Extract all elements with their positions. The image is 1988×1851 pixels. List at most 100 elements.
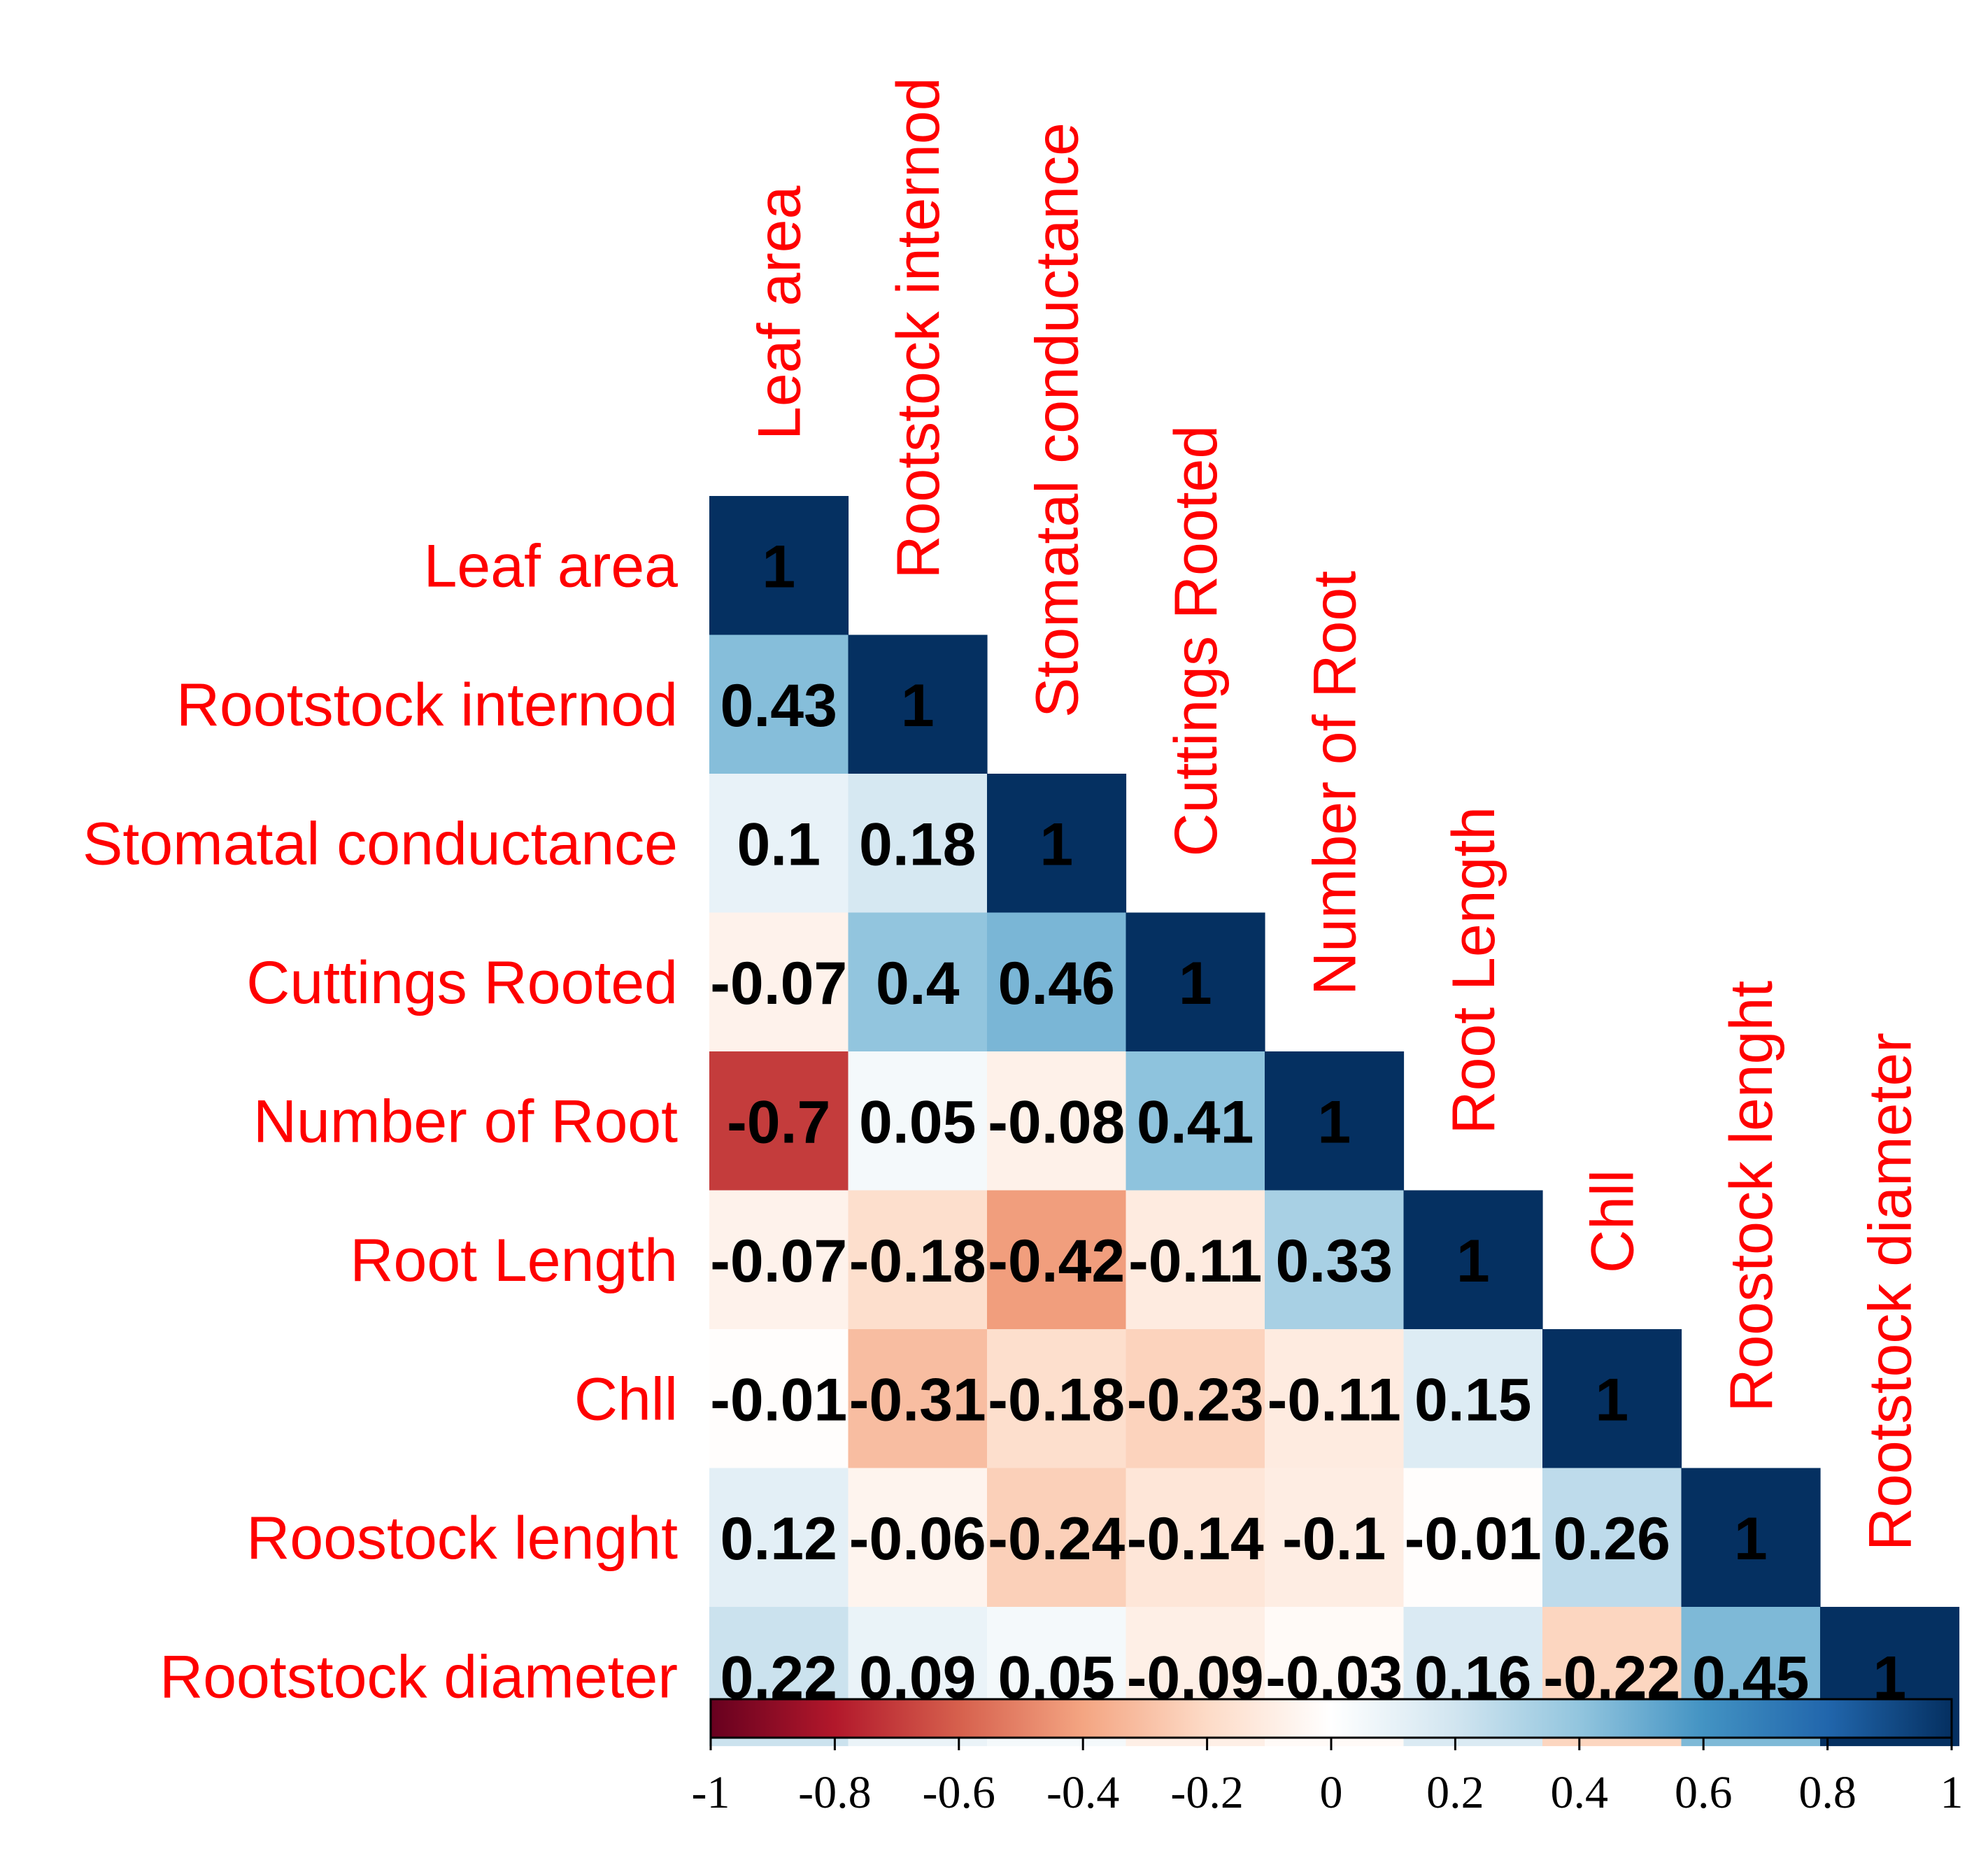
heatmap-cell [1126,1190,1265,1330]
cell-value-label: 1 [762,533,795,600]
heatmap-cell [987,1329,1127,1469]
row-label: Rootstock diameter [159,1643,678,1710]
cell-value-label: -0.01 [1405,1505,1542,1573]
cell-value-label: -0.14 [1127,1505,1264,1573]
heatmap-cell [1542,1329,1682,1469]
cell-value-label: -0.18 [988,1366,1125,1433]
heatmap-cell [848,774,988,914]
column-label: Roostock lenght [1718,981,1785,1412]
cell-value-label: 0.46 [998,950,1115,1017]
cell-value-label: 1 [1317,1088,1351,1156]
row-label: Leaf area [424,532,679,600]
cell-value-label: -0.07 [710,1228,847,1295]
cell-value-label: 0.4 [876,950,960,1017]
row-label: Number of Root [253,1088,678,1155]
cell-value-label: 0.12 [720,1505,837,1573]
cell-value-label: -0.01 [710,1366,847,1433]
column-label: Cuttings Rooted [1163,425,1230,857]
cell-value-label: 0.26 [1554,1505,1670,1573]
row-label: Rootstock internod [176,672,678,739]
heatmap-cell [709,634,849,774]
heatmap-cell [848,1051,988,1191]
heatmap-cell [709,912,849,1052]
cell-value-label: 1 [1734,1505,1768,1573]
column-label: Rootstock internod [885,77,952,579]
cell-value-label: -0.7 [727,1088,830,1156]
heatmap-cell [987,912,1127,1052]
column-label: Root Length [1440,807,1507,1135]
cell-value-label: 1 [1595,1366,1628,1433]
cell-value-label: -0.31 [849,1366,986,1433]
cell-value-label: 0.41 [1137,1088,1254,1156]
cell-value-label: -0.18 [849,1228,986,1295]
cell-value-label: -0.24 [988,1505,1125,1573]
cell-value-label: 0.43 [720,672,837,739]
column-label: Rootstock diameter [1856,1033,1924,1551]
heatmap-cell [1126,1329,1265,1469]
cell-value-label: 1 [1039,811,1073,878]
cell-value-label: -0.06 [849,1505,986,1573]
colorbar-tick-label: -0.4 [1046,1767,1119,1818]
cell-value-label: -0.42 [988,1228,1125,1295]
row-label: Root Length [350,1227,678,1294]
heatmap-cell [709,496,849,636]
cell-value-label: 1 [901,672,935,739]
heatmap-cell [848,912,988,1052]
cell-value-label: 0.1 [737,811,821,878]
heatmap-cell [1403,1190,1543,1330]
row-label: Chll [574,1366,678,1433]
heatmap-cell [1126,912,1265,1052]
row-label: Cuttings Rooted [246,949,678,1016]
heatmap-cell [709,1468,849,1608]
cell-value-label: -0.08 [988,1088,1125,1156]
row-label: Roostock lenght [246,1505,678,1572]
heatmap-cell [987,774,1127,914]
heatmap-cell [1681,1468,1821,1608]
cell-value-label: -0.11 [1128,1228,1262,1295]
cell-value-label: -0.11 [1268,1366,1401,1433]
heatmap-cell [1265,1051,1405,1191]
colorbar-tick-label: 0.8 [1798,1767,1856,1818]
row-label: Stomatal conductance [83,810,678,877]
colorbar-tick-label: -0.8 [798,1767,871,1818]
heatmap-cell [1542,1468,1682,1608]
heatmap-cell [709,1190,849,1330]
heatmap-cell [848,634,988,774]
column-label: Number of Root [1301,571,1368,995]
cell-value-label: 0.33 [1276,1228,1393,1295]
heatmap-cell [1126,1468,1265,1608]
colorbar-gradient [709,1698,1953,1739]
column-label: Leaf area [746,185,813,440]
column-labels: Leaf area Rootstock internod Stomatal cond… [746,77,1924,1551]
colorbar-tick-label: -0.6 [923,1767,995,1818]
colorbar-tick-label: 0 [1320,1767,1343,1818]
heatmap-cell [848,1468,988,1608]
colorbar-tick-label: 0.4 [1551,1767,1609,1818]
heatmap-cell [987,1468,1127,1608]
colorbar-tick-label: 0.2 [1426,1767,1484,1818]
heatmap-cell [1265,1190,1405,1330]
cell-value-label: 1 [1179,950,1212,1017]
heatmap-cell [709,1051,849,1191]
cell-value-label: 0.05 [859,1088,976,1156]
cell-value-label: 1 [1456,1228,1490,1295]
heatmap-cell [848,1190,988,1330]
column-label: Chll [1579,1170,1646,1273]
column-label: Stomatal conductance [1023,122,1091,718]
cell-value-label: 0.18 [859,811,976,878]
cell-value-label: -0.07 [710,950,847,1017]
cell-value-label: -0.1 [1282,1505,1386,1573]
heatmap-cell [987,1051,1127,1191]
heatmap-cell [1126,1051,1265,1191]
colorbar-tick-label: 1 [1940,1767,1964,1818]
heatmap-cell [1265,1329,1405,1469]
heatmap-cell [709,774,849,914]
cell-value-label: 0.15 [1414,1366,1531,1433]
heatmap-cell [1403,1329,1543,1469]
heatmap-cell [709,1329,849,1469]
heatmap-cell [1265,1468,1405,1608]
